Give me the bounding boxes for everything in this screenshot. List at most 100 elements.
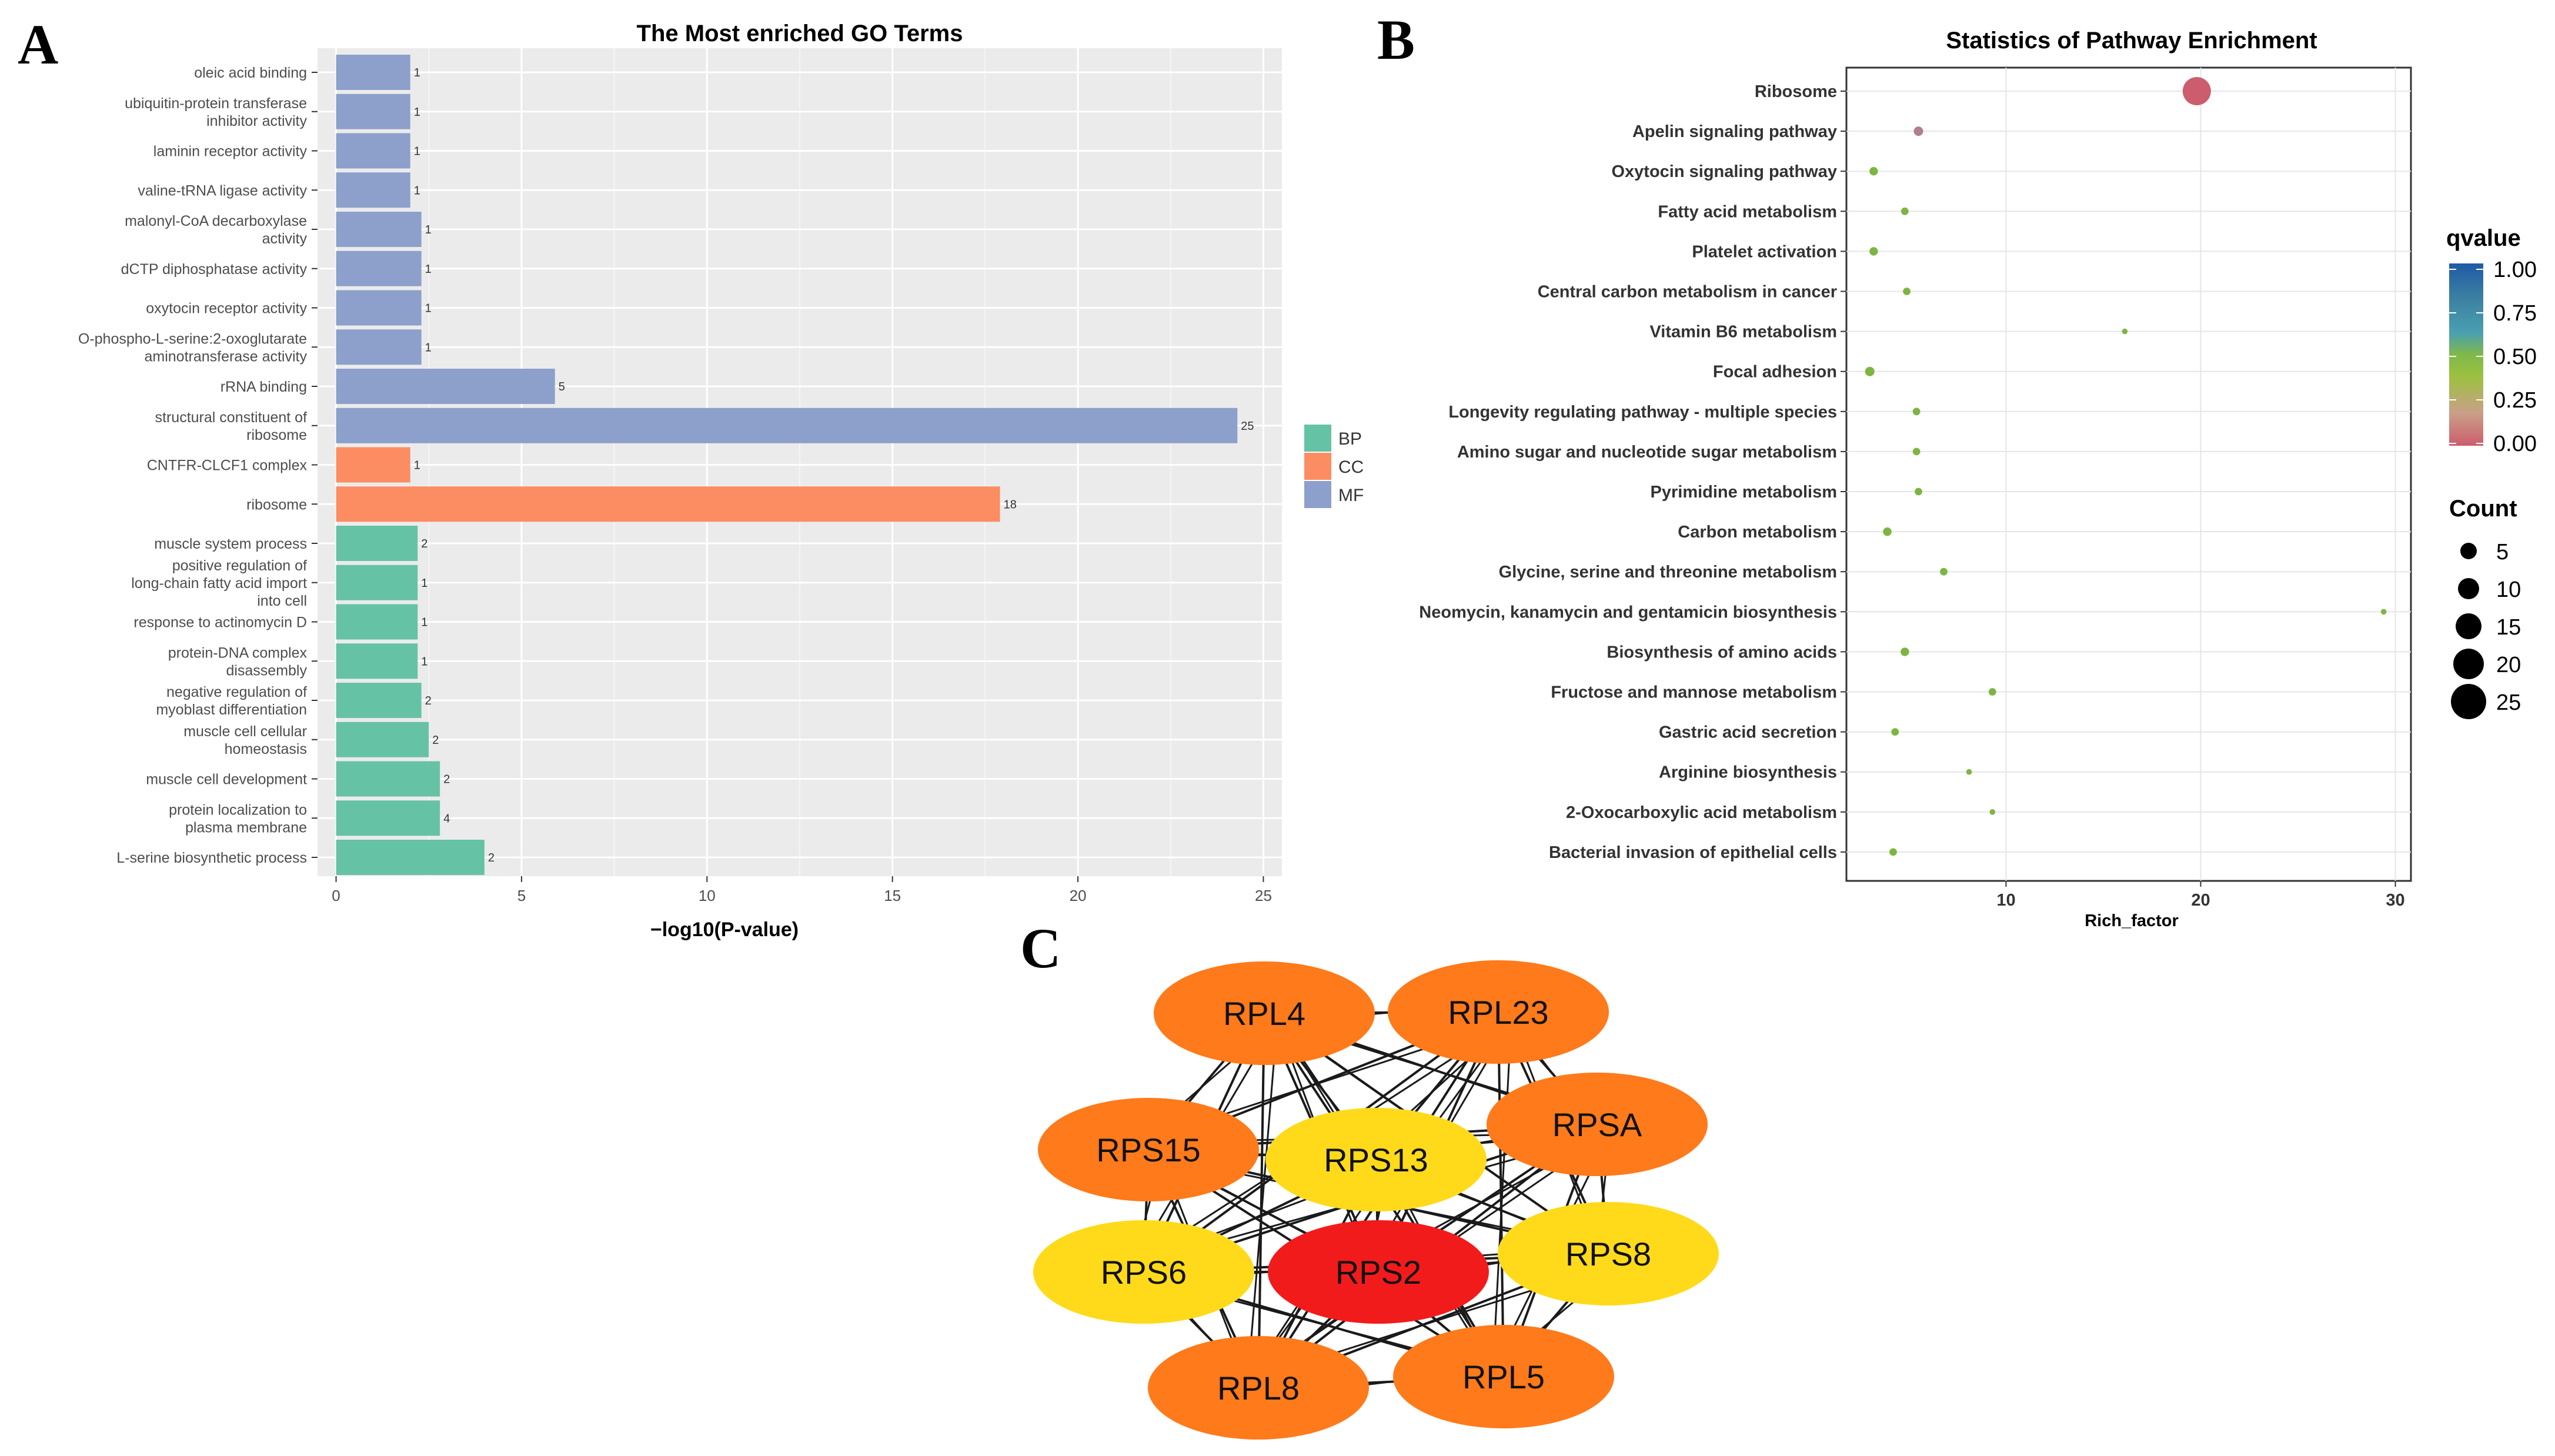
network-node-label: RPS8 [1565, 1235, 1651, 1273]
chart-a-category-label: myoblast differentiation [156, 702, 307, 718]
chart-a-bar [336, 251, 422, 286]
chart-b-pathway-label: Platelet activation [1692, 242, 1837, 261]
network-node-rps15: RPS15 [1038, 1098, 1259, 1201]
network-node-label: RPS13 [1324, 1141, 1428, 1178]
chart-a-category-label: CNTFR-CLCF1 complex [147, 457, 308, 474]
chart-a-category-label: dCTP diphosphatase activity [121, 261, 308, 278]
chart-b-point [1901, 647, 1909, 656]
chart-a-bar-count-label: 1 [421, 577, 427, 590]
chart-b-pathway-label: Oxytocin signaling pathway [1611, 162, 1837, 181]
chart-b-pathway-label: Gastric acid secretion [1659, 723, 1837, 742]
chart-a-category-label: O-phospho-L-serine:2-oxoglutarate [78, 330, 307, 347]
chart-a-category-label: ubiquitin-protein transferase [125, 95, 307, 112]
chart-a-category-label: positive regulation of [172, 557, 307, 574]
network-node-shape [1393, 1325, 1614, 1428]
chart-a-bar-count-label: 5 [559, 380, 565, 393]
qvalue-legend-title: qvalue [2446, 225, 2521, 251]
chart-b-gridlines [1846, 68, 2411, 881]
chart-b-x-tick-label: 10 [1996, 891, 2015, 910]
chart-b-pathway-label: Bacterial invasion of epithelial cells [1549, 843, 1837, 862]
chart-b-pathway-label: Neomycin, kanamycin and gentamicin biosy… [1419, 603, 1837, 622]
network-node-shape [1154, 961, 1375, 1065]
chart-b-pathway-label: Carbon metabolism [1678, 523, 1837, 542]
chart-b-point [1901, 207, 1909, 215]
qvalue-tick-label: 0.75 [2493, 301, 2537, 326]
network-node-rps6: RPS6 [1033, 1220, 1254, 1324]
network-node-rpl8: RPL8 [1148, 1336, 1369, 1440]
chart-a-legend-swatch [1304, 481, 1331, 508]
chart-b-point [1966, 769, 1972, 775]
chart-a-bar [336, 55, 410, 90]
chart-b-pathway-label: Vitamin B6 metabolism [1649, 323, 1837, 342]
count-legend-label: 20 [2496, 653, 2521, 677]
chart-a-gridlines [318, 48, 1282, 876]
network-edge [1257, 1013, 1265, 1388]
chart-a-category-label: activity [262, 231, 308, 247]
chart-a-bar [336, 604, 418, 640]
chart-a-bar [336, 290, 422, 326]
chart-a-category-label: negative regulation of [166, 684, 307, 700]
network-node-label: RPS2 [1335, 1254, 1421, 1291]
chart-a-bar [336, 93, 410, 129]
chart-a-bar-count-label: 18 [1004, 498, 1017, 511]
chart-b-points [1865, 77, 2387, 856]
chart-a-x-tick-label: 20 [1070, 887, 1087, 904]
network-node-rps8: RPS8 [1498, 1202, 1719, 1305]
chart-a-bar [336, 800, 440, 836]
chart-b-point [1912, 408, 1921, 416]
chart-a-bar-count-label: 1 [421, 616, 427, 629]
network-node-label: RPL23 [1448, 994, 1548, 1031]
network-node-label: RPL4 [1223, 995, 1305, 1032]
network-edge [1247, 1021, 1278, 1381]
network-node-label: RPS15 [1096, 1131, 1200, 1168]
chart-a-category-label: muscle system process [154, 536, 307, 552]
chart-a-bar [336, 486, 1000, 522]
chart-a-bar [336, 369, 555, 404]
network-node-rpl4: RPL4 [1154, 961, 1375, 1065]
chart-b-pathway-label: Central carbon metabolism in cancer [1538, 283, 1837, 302]
chart-b-pathway-label: 2-Oxocarboxylic acid metabolism [1566, 803, 1837, 822]
chart-a-bar-count-label: 1 [425, 223, 432, 236]
chart-a-category-label: structural constituent of [155, 409, 308, 426]
chart-a-category-label: inhibitor activity [206, 113, 307, 129]
chart-a-bar [336, 212, 422, 247]
chart-a-category-label: muscle cell development [146, 772, 307, 788]
chart-a-bar-count-label: 1 [425, 263, 432, 276]
network-node-rps13: RPS13 [1265, 1108, 1487, 1211]
network-node-label: RPSA [1552, 1106, 1642, 1143]
chart-a-legend-label: CC [1338, 457, 1364, 477]
network-edge [1497, 1011, 1505, 1377]
chart-a-category-label: aminotransferase activity [144, 348, 307, 365]
chart-b-point [1891, 728, 1899, 736]
chart-b-title: Statistics of Pathway Enrichment [1946, 28, 2317, 54]
chart-a-category-label: ribosome [246, 496, 307, 513]
chart-a-bar-count-label: 1 [414, 66, 420, 79]
network-node-shape [1388, 960, 1609, 1064]
chart-a-bar [336, 683, 422, 718]
chart-a-bar-count-label: 4 [443, 812, 450, 825]
count-legend-label: 5 [2496, 540, 2509, 565]
chart-a-x-tick-label: 0 [332, 887, 340, 904]
chart-a-category-label: long-chain fatty acid import [131, 575, 307, 592]
chart-b-point [1913, 126, 1923, 136]
chart-b-point [1889, 848, 1897, 856]
qvalue-tick-label: 0.25 [2493, 388, 2537, 413]
chart-b-point [2122, 328, 2128, 335]
chart-b-point [1903, 288, 1911, 295]
chart-a-x-tick-label: 25 [1255, 887, 1272, 904]
chart-a-category-label: malonyl-CoA decarboxylase [125, 213, 307, 229]
count-legend-label: 15 [2496, 615, 2521, 640]
network-node-shape [1033, 1220, 1254, 1324]
chart-b-point [1912, 448, 1921, 456]
chart-a-bar [336, 172, 410, 208]
chart-a-bar-count-label: 1 [421, 655, 427, 668]
network-node-shape [1265, 1108, 1487, 1211]
chart-a-bar [336, 408, 1238, 443]
chart-b-x-tick-label: 30 [2386, 891, 2404, 910]
